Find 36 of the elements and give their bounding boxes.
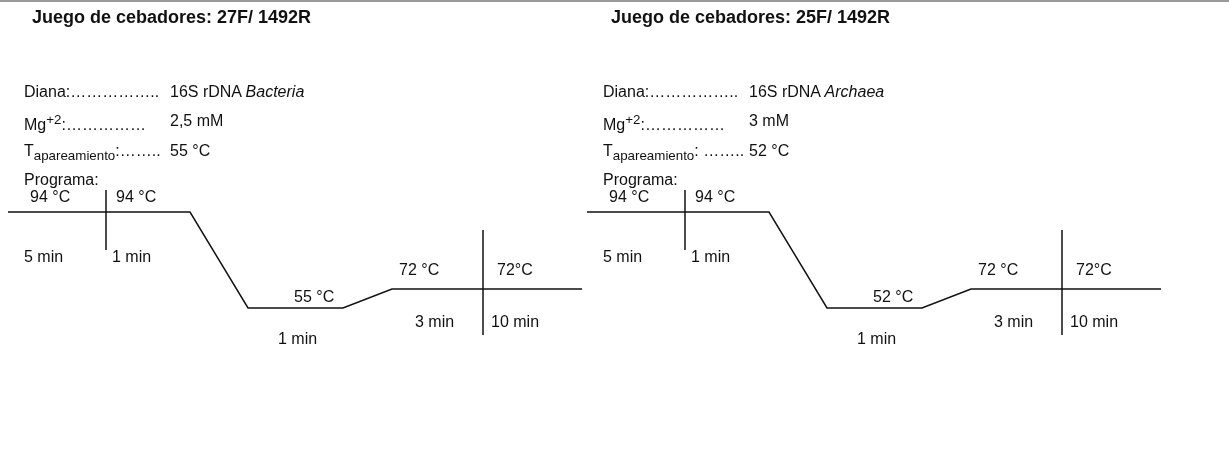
step-duration: 10 min xyxy=(491,313,540,332)
step-temperature: 94 °C xyxy=(609,188,650,207)
step-temperature: 94 °C xyxy=(30,188,71,207)
step-temperature: 72°C xyxy=(497,261,533,280)
field-label: Mg$^{+2}$:…………… xyxy=(603,112,725,135)
step-temperature: 55 °C xyxy=(294,288,335,307)
step-duration: 5 min xyxy=(603,248,643,267)
field-value: 16S rDNA Bacteria xyxy=(170,83,305,102)
step-duration: 1 min xyxy=(278,330,318,349)
field-label: Diana:…………….. xyxy=(603,83,739,102)
step-temperature: 72 °C xyxy=(399,261,440,280)
step-duration: 1 min xyxy=(691,248,731,267)
step-duration: 1 min xyxy=(112,248,152,267)
step-temperature: 72°C xyxy=(1076,261,1112,280)
field-value: 2,5 mM xyxy=(170,112,224,131)
field-label: T$_{apareamiento}$:…….. xyxy=(24,142,161,164)
field-value: 52 °C xyxy=(749,142,790,161)
step-duration: 3 min xyxy=(994,313,1034,332)
heading: Juego de cebadores: 27F/ 1492R xyxy=(32,7,312,28)
field-label: Mg$^{+2}$:…………… xyxy=(24,112,146,135)
field-value: 55 °C xyxy=(170,142,211,161)
step-duration: 10 min xyxy=(1070,313,1119,332)
step-temperature: 94 °C xyxy=(116,188,157,207)
field-label: Diana:…………….. xyxy=(24,83,160,102)
field-value: 16S rDNA Archaea xyxy=(749,83,885,102)
field-label: Programa: xyxy=(24,171,99,190)
step-temperature: 72 °C xyxy=(978,261,1019,280)
heading: Juego de cebadores: 25F/ 1492R xyxy=(611,7,891,28)
step-duration: 1 min xyxy=(857,330,897,349)
step-duration: 5 min xyxy=(24,248,64,267)
step-temperature: 94 °C xyxy=(695,188,736,207)
field-value: 3 mM xyxy=(749,112,789,131)
field-label: Programa: xyxy=(603,171,678,190)
step-duration: 3 min xyxy=(415,313,455,332)
step-temperature: 52 °C xyxy=(873,288,914,307)
field-label: T$_{apareamiento}$: …….. xyxy=(603,142,745,164)
